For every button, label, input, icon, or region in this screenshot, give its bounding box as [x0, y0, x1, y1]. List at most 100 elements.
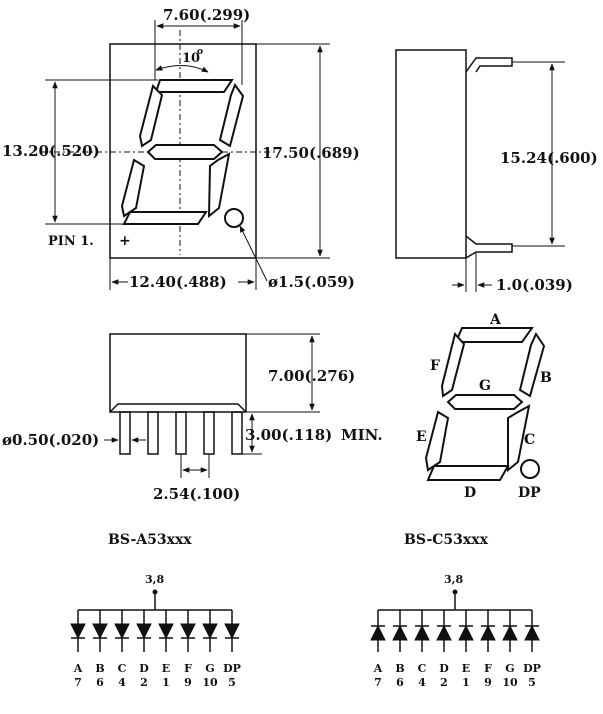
- pin-number: 2: [140, 676, 148, 689]
- common-pins-label: 3,8: [145, 573, 164, 586]
- legend-label-a: A: [489, 312, 502, 328]
- pin-number: 6: [396, 676, 404, 689]
- bottom-pin: [147, 411, 159, 455]
- bottom-pin: [203, 411, 215, 455]
- legend-label-c: C: [524, 432, 535, 448]
- dim-body-height: 17.50(.689): [262, 144, 360, 162]
- pin-number: 9: [184, 676, 192, 689]
- segment-label: E: [462, 662, 470, 675]
- legend-label-g: G: [479, 378, 491, 394]
- segment-label: D: [439, 662, 449, 675]
- front-digit: [120, 79, 245, 228]
- diode-symbol: [92, 623, 108, 640]
- front-view: 7.60(.299) 10 o 13.20(.520) 17.50(.689) …: [2, 6, 360, 291]
- dim-thickness: 1.0(.039): [496, 276, 573, 294]
- segment-label: A: [73, 662, 83, 675]
- segment-label: B: [395, 662, 404, 675]
- bottom-view: 7.00(.276) 3.00(.118) MIN. ø0.50(.020) 2…: [2, 333, 383, 503]
- diode-symbol: [502, 624, 518, 641]
- leader-line: [239, 225, 268, 282]
- common-node: [152, 589, 158, 595]
- legend-seg-e: [424, 410, 450, 472]
- pin-number: 7: [374, 676, 382, 689]
- diode-symbol: [458, 624, 474, 641]
- diode-symbol: [202, 623, 218, 640]
- legend-seg-c: [507, 404, 531, 473]
- segment-label: D: [139, 662, 149, 675]
- pin-number: 5: [528, 676, 536, 689]
- pin-number: 2: [440, 676, 448, 689]
- diode-symbol: [136, 623, 152, 640]
- angle-arc: [155, 65, 209, 73]
- segment-label: DP: [523, 662, 541, 675]
- segment-label: E: [162, 662, 170, 675]
- diode-symbol: [370, 624, 386, 641]
- segment-label: C: [418, 662, 427, 675]
- dim-pin-diameter: ø0.50(.020): [2, 431, 99, 449]
- common-pins-label: 3,8: [444, 573, 463, 586]
- pin-number: 1: [162, 676, 170, 689]
- legend-label-dp: DP: [518, 485, 541, 501]
- diode-symbol: [524, 624, 540, 641]
- side-body-outline: [395, 49, 467, 259]
- diode-symbol: [224, 623, 240, 640]
- front-seg-d: [122, 211, 208, 225]
- segment-label: A: [373, 662, 383, 675]
- diode-symbol: [70, 623, 86, 640]
- front-seg-a: [154, 79, 234, 93]
- bottom-pin: [119, 411, 131, 455]
- pin-number: 10: [502, 676, 518, 689]
- pin-number: 9: [484, 676, 492, 689]
- segment-legend: A B C D E F G DP: [416, 312, 552, 501]
- segment-label: F: [184, 662, 192, 675]
- bottom-pin: [175, 411, 187, 455]
- dim-body-depth: 7.00(.276): [268, 367, 355, 385]
- legend-seg-f: [440, 331, 466, 398]
- dim-pin-length: 3.00(.118): [245, 426, 332, 444]
- pin-number: 4: [118, 676, 126, 689]
- dim-dp-diameter: ø1.5(.059): [268, 273, 355, 291]
- legend-seg-d: [426, 465, 510, 481]
- pin1-label: PIN 1.: [48, 234, 94, 249]
- front-seg-c: [207, 152, 231, 219]
- dim-pin-spacing-vertical: 15.24(.600): [500, 149, 598, 167]
- legend-label-b: B: [540, 370, 552, 386]
- diode-symbol: [180, 623, 196, 640]
- side-view: 15.24(.600) 1.0(.039): [395, 49, 598, 294]
- front-body-outline: [109, 43, 257, 259]
- segment-label: G: [205, 662, 214, 675]
- legend-label-d: D: [464, 485, 476, 501]
- diode-symbol: [392, 624, 408, 641]
- diode-symbol: [158, 623, 174, 640]
- pin-number: 4: [418, 676, 426, 689]
- part-number-anode: BS-A53xxx: [108, 532, 192, 548]
- diode-symbol: [436, 624, 452, 641]
- diode-symbol: [480, 624, 496, 641]
- common-node: [452, 589, 458, 595]
- pin-number: 10: [202, 676, 218, 689]
- dim-pin-pitch: 2.54(.100): [153, 485, 240, 503]
- legend-seg-a: [454, 327, 534, 343]
- front-seg-e: [120, 158, 146, 218]
- dim-angle: 10: [182, 51, 200, 66]
- pin-number: 6: [96, 676, 104, 689]
- bottom-body-outline: [109, 333, 247, 413]
- legend-dp-dot: [520, 459, 540, 479]
- legend-label-f: F: [430, 358, 440, 374]
- part-number-cathode: BS-C53xxx: [404, 532, 489, 548]
- side-pin-bottom: [465, 235, 513, 259]
- side-pin-top: [465, 57, 513, 73]
- pin1-mark: +: [119, 233, 131, 249]
- dim-digit-height: 13.20(.520): [2, 142, 100, 160]
- front-seg-g: [146, 144, 224, 160]
- bottom-pin: [231, 411, 243, 455]
- legend-seg-b: [518, 331, 546, 398]
- bottom-base: [109, 403, 247, 413]
- segment-label: F: [484, 662, 492, 675]
- segment-label: C: [118, 662, 127, 675]
- front-seg-b: [218, 82, 245, 148]
- pin-number: 7: [74, 676, 82, 689]
